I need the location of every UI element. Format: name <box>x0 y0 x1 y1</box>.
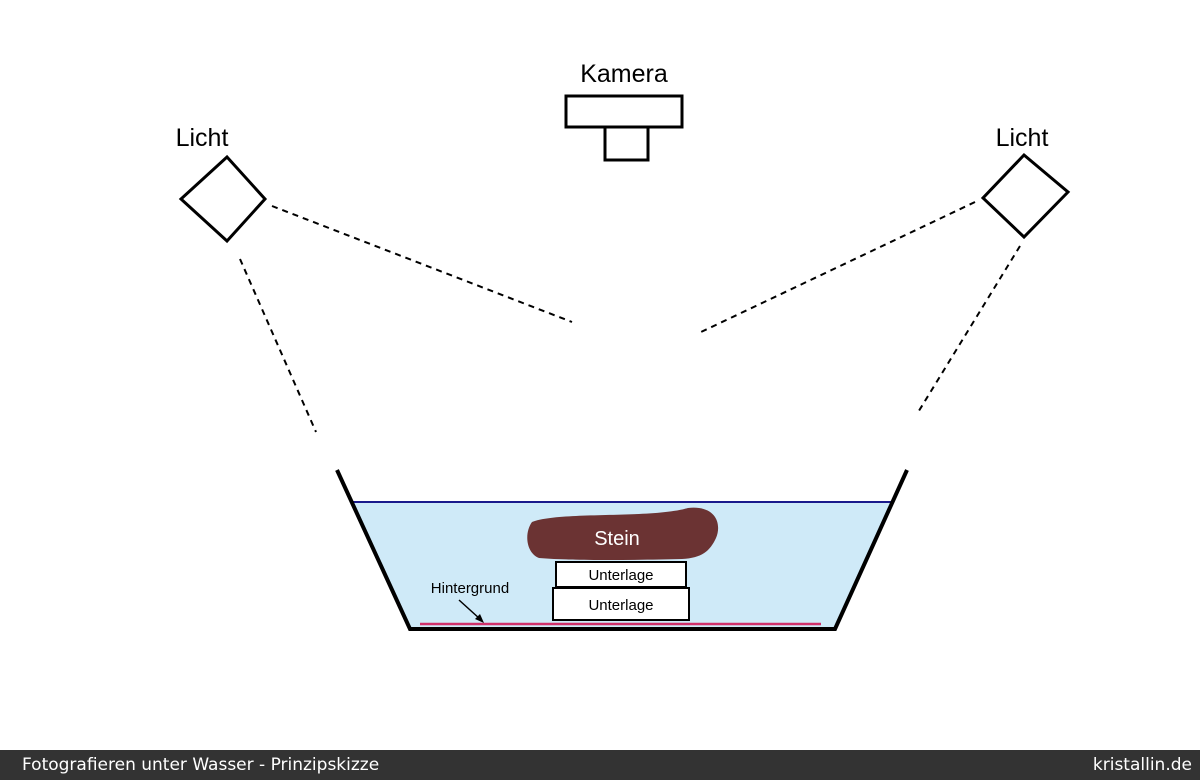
stone: Stein <box>527 507 719 560</box>
footer-bar: Fotografieren unter Wasser - Prinzipskiz… <box>0 750 1200 780</box>
light-right-beam-down <box>916 245 1021 415</box>
stone-label: Stein <box>594 528 640 550</box>
support-top-label: Unterlage <box>588 567 653 584</box>
camera-body <box>564 94 684 129</box>
light-left-label: Licht <box>176 124 229 152</box>
background-arrow-head <box>475 614 484 623</box>
light-left-icon <box>178 154 268 244</box>
light-left-beam-center <box>271 205 573 323</box>
camera: Kamera <box>564 60 684 162</box>
footer-site: kristallin.de <box>1092 755 1192 775</box>
supports: Unterlage Unterlage <box>552 561 690 621</box>
background-annotation: Hintergrund <box>431 580 509 623</box>
footer-caption: Fotografieren unter Wasser - Prinzipskiz… <box>22 755 380 775</box>
background-arrow-line <box>458 599 481 620</box>
light-right: Licht <box>700 124 1071 415</box>
support-bottom-label: Unterlage <box>588 597 653 614</box>
setup-sketch: Kamera Licht Licht Stein <box>176 60 1071 631</box>
camera-label: Kamera <box>580 60 668 88</box>
tank-walls <box>335 469 909 631</box>
light-right-icon <box>980 152 1071 240</box>
light-right-label: Licht <box>996 124 1049 152</box>
light-right-beam-center <box>700 201 976 333</box>
light-left: Licht <box>176 124 573 433</box>
light-left-beam-down <box>239 258 317 433</box>
camera-lens <box>603 125 650 162</box>
background-label: Hintergrund <box>431 580 509 597</box>
support-top <box>555 561 687 588</box>
stone-shape <box>527 507 719 560</box>
support-bottom <box>552 587 690 621</box>
